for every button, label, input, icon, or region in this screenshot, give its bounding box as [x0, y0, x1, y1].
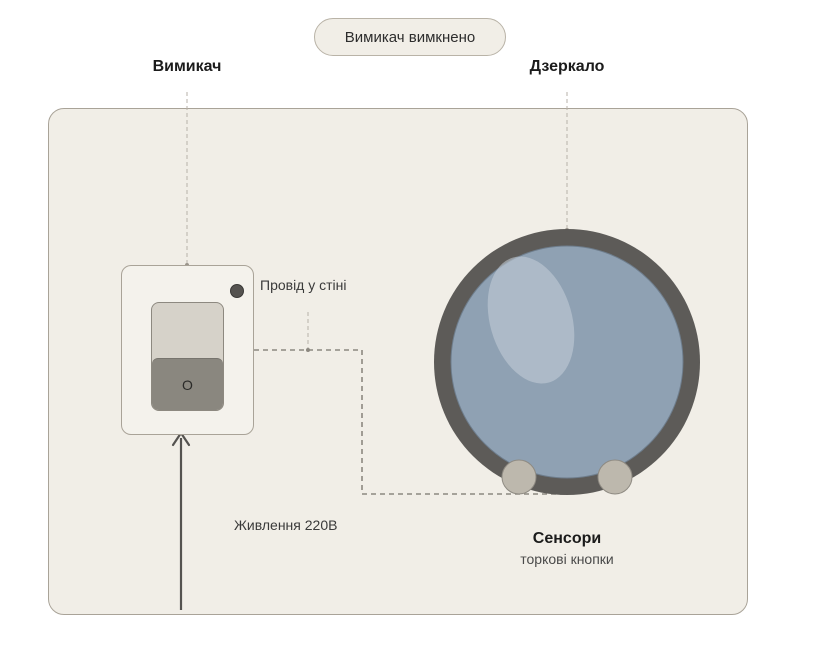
mirror-reflection [487, 256, 575, 384]
switch-label: Вимикач [152, 58, 222, 75]
rocker-lower-half: O [152, 358, 223, 410]
switch-state-symbol: O [182, 376, 193, 393]
switch-rocker[interactable]: O [151, 302, 224, 411]
mirror-label: Дзеркало [529, 58, 605, 75]
wire-leader-dot [306, 348, 310, 352]
dot-icon [230, 284, 244, 298]
sensor-button-right[interactable] [597, 459, 633, 495]
sensors-subtitle: торкові кнопки [520, 551, 614, 567]
status-badge: Вимикач вимкнено [314, 18, 506, 56]
sensors-title: Сенсори [532, 530, 602, 547]
wire-label: Провід у стіні [260, 277, 347, 293]
status-text: Вимикач вимкнено [344, 28, 476, 46]
sensor-button-left[interactable] [501, 459, 537, 495]
power-label: Живлення 220В [234, 517, 338, 533]
switch-plate: O [121, 265, 254, 435]
